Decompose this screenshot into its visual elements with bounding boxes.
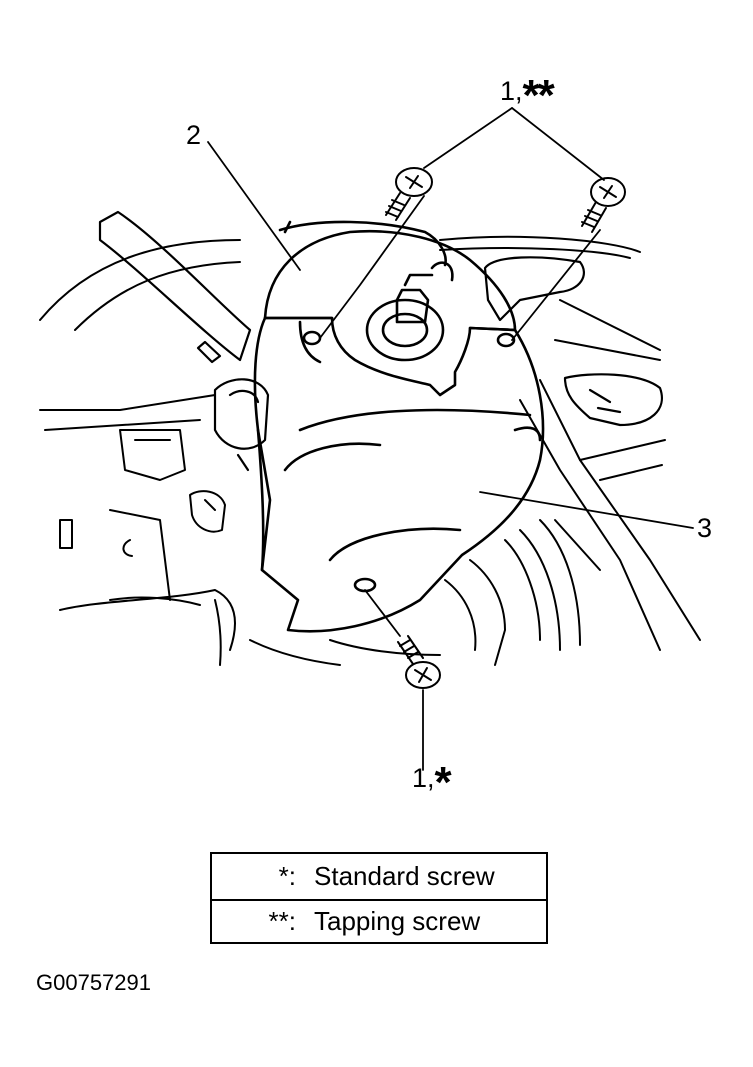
figure-id: G00757291 — [36, 970, 151, 995]
standard-screw-bottom-icon — [397, 635, 441, 689]
dashboard-outline — [39, 235, 701, 651]
callout-2-upper-cover: 2 — [186, 122, 201, 149]
callout-1-top-stars: ** — [522, 71, 555, 120]
callout-3-lower-cover: 3 — [697, 515, 712, 542]
legend-key: *: — [278, 861, 296, 891]
combination-switch-lever — [98, 210, 270, 472]
callout-1-tapping-screws: 1,** — [500, 74, 555, 122]
tapping-screw-left-icon — [385, 167, 433, 221]
callout-1-standard-screw: 1,* — [412, 761, 452, 809]
callout-1-top-number: 1, — [500, 76, 523, 106]
callout-2-number: 2 — [186, 120, 202, 150]
leader-lines — [207, 107, 694, 771]
legend-row-tapping: **: Tapping screw — [212, 899, 546, 944]
wiper-switch-lever — [483, 256, 663, 427]
legend-row-standard: *: Standard screw — [212, 854, 546, 901]
upper-column-cover — [263, 220, 517, 397]
screw-legend-table: *: Standard screw **: Tapping screw — [210, 852, 548, 944]
callout-3-number: 3 — [697, 513, 713, 543]
callout-1-bottom-number: 1, — [412, 763, 435, 793]
legend-key: **: — [268, 906, 296, 936]
legend-description: Tapping screw — [314, 906, 481, 936]
lower-column-cover — [253, 316, 545, 633]
legend-description: Standard screw — [314, 861, 495, 891]
callout-1-bottom-stars: * — [434, 758, 452, 807]
column-lower-details — [59, 429, 601, 666]
tapping-screw-right-icon — [581, 177, 626, 233]
